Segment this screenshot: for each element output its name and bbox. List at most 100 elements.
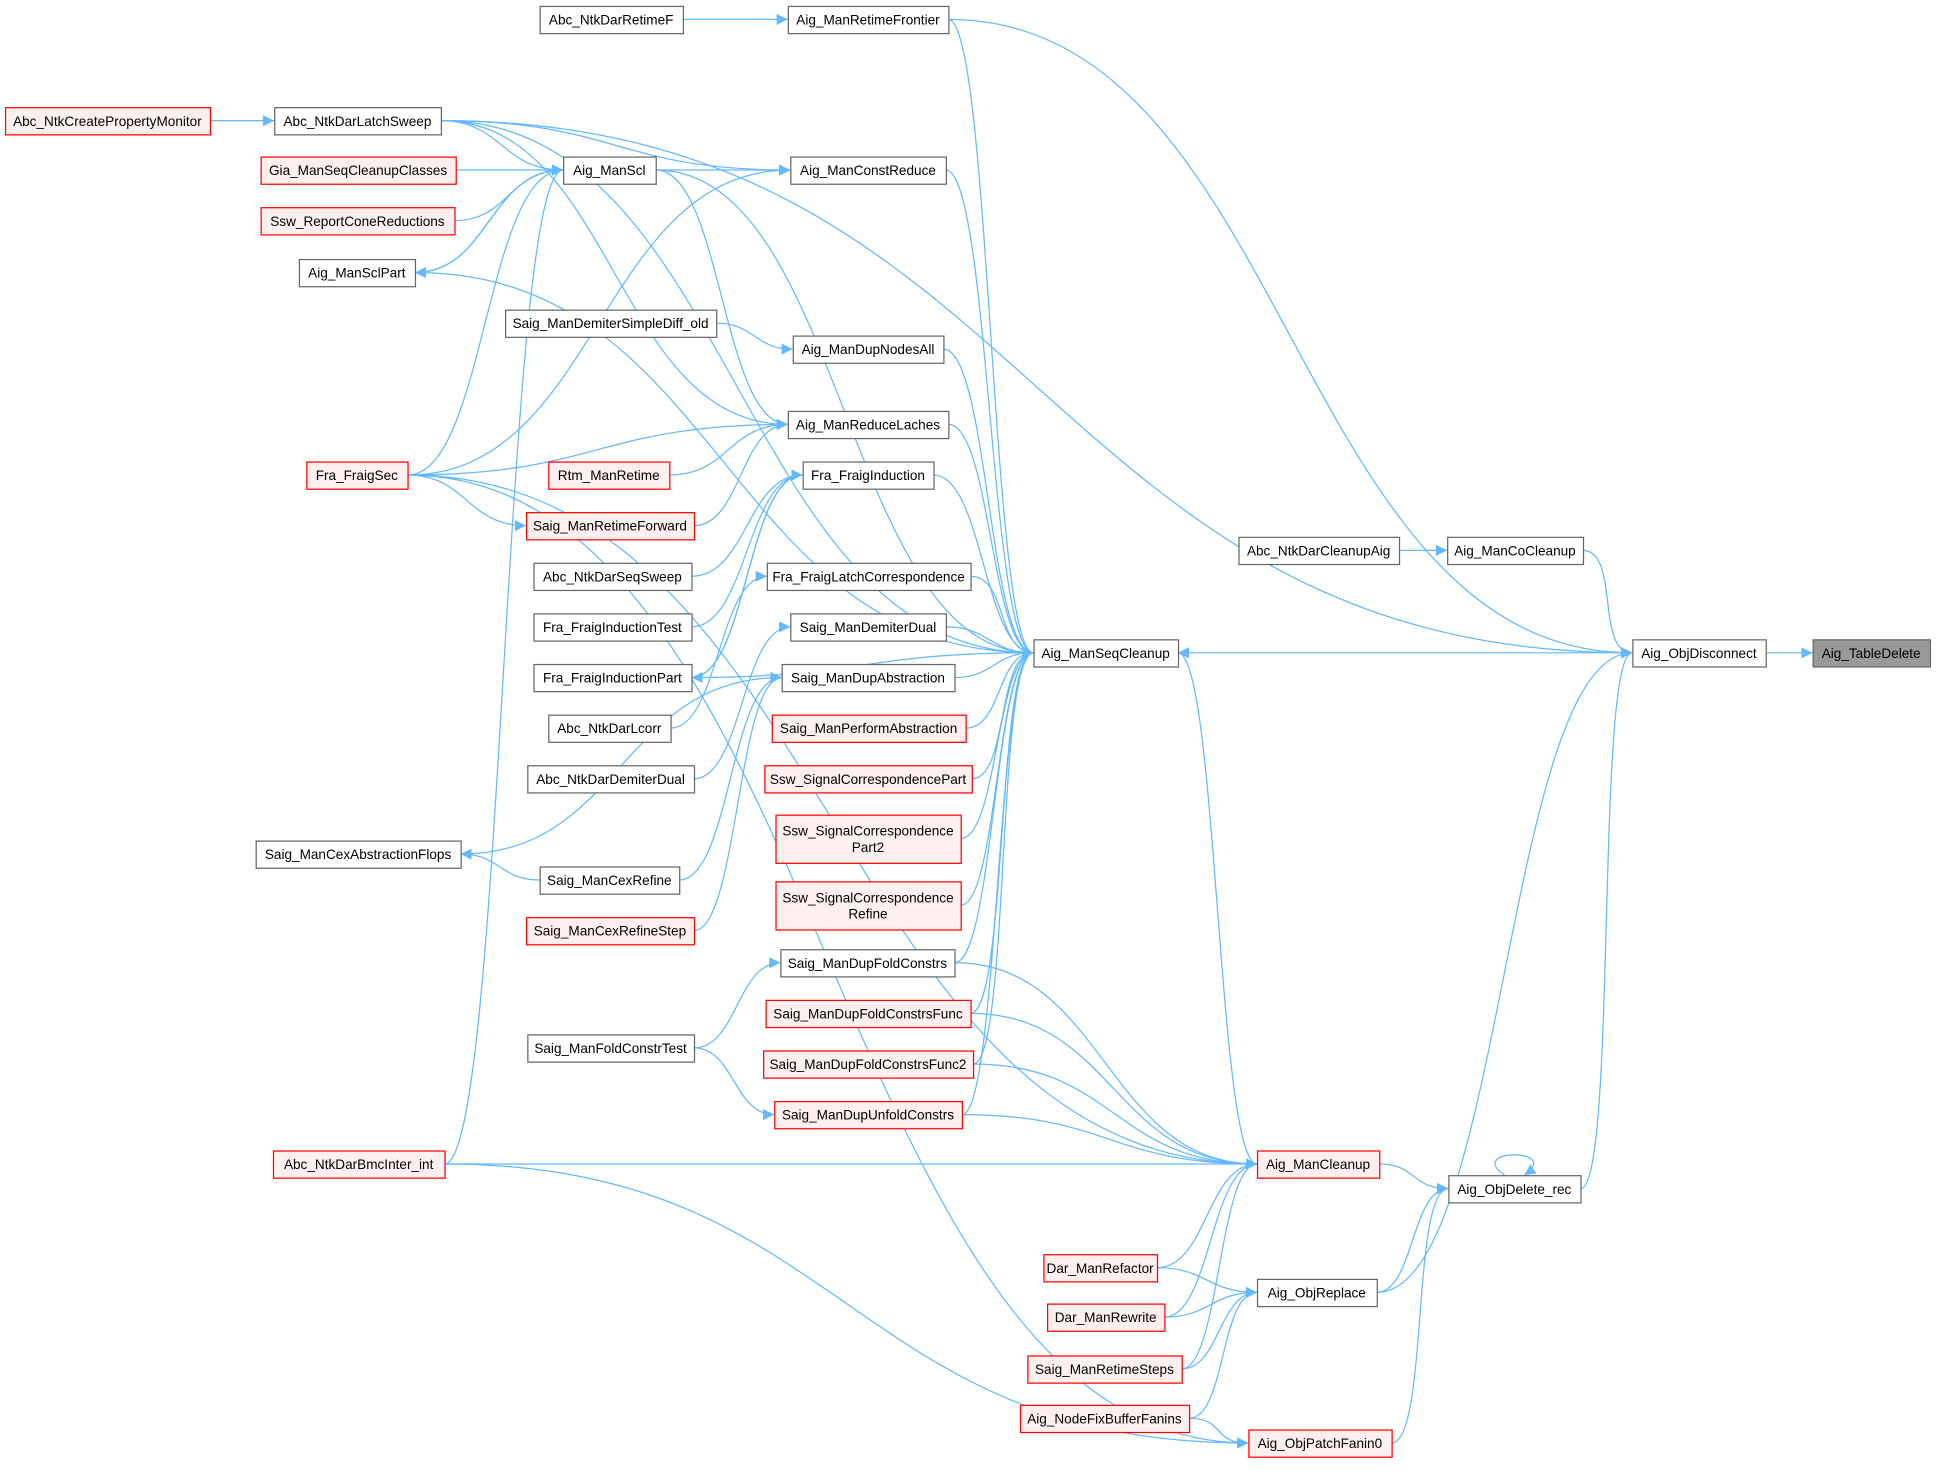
edge-ManCleanup-to-ManSeqCleanup <box>1177 647 1258 1165</box>
edge-DemiterSimpleOld-to-DupNodesAll <box>716 322 793 355</box>
node-box <box>1448 1175 1582 1204</box>
edge-FraigSec-to-ManScl <box>407 164 564 476</box>
graph-node-ConstReduce[interactable]: Aig_ManConstReduce <box>790 156 948 185</box>
graph-node-ManSclPart[interactable]: Aig_ManSclPart <box>298 258 417 288</box>
edge-FraigSec-to-RetimeForward <box>407 474 526 532</box>
graph-node-RetimeFrontier[interactable]: Aig_ManRetimeFrontier <box>787 5 950 35</box>
edge-DarRefactor-to-ObjReplace <box>1156 1267 1257 1298</box>
graph-node-RtmRetime[interactable]: Rtm_ManRetime <box>548 461 671 490</box>
graph-node-ReduceLaches[interactable]: Aig_ManReduceLaches <box>787 410 950 440</box>
node-box <box>802 461 935 490</box>
graph-node-DarRewrite[interactable]: Dar_ManRewrite <box>1047 1303 1166 1332</box>
graph-node-SigCorrPart[interactable]: Ssw_SignalCorrespondencePart <box>764 765 973 794</box>
edge-DarRefactor-to-ManCleanup <box>1156 1158 1257 1269</box>
graph-node-DupNodesAll[interactable]: Aig_ManDupNodesAll <box>792 335 945 364</box>
edge-DarLatchSweep-to-ConstReduce <box>440 120 791 176</box>
edge-DarRewrite-to-ObjReplace <box>1164 1286 1257 1318</box>
graph-node-PropMonitor[interactable]: Abc_NtkCreatePropertyMonitor <box>4 107 212 136</box>
graph-node-ManCleanup[interactable]: Aig_ManCleanup <box>1256 1150 1381 1179</box>
graph-node-ManSeqCleanup[interactable]: Aig_ManSeqCleanup <box>1033 639 1180 668</box>
graph-node-RetimeSteps[interactable]: Saig_ManRetimeSteps <box>1027 1355 1183 1384</box>
edge-RetimeSteps-to-ObjReplace <box>1181 1286 1257 1370</box>
graph-node-DupUnfold[interactable]: Saig_ManDupUnfoldConstrs <box>774 1101 964 1130</box>
edge-FraigInduction-to-FraigIndPart <box>691 474 803 684</box>
node-label: Aig_ManReduceLaches <box>796 418 940 433</box>
graph-node-SswReportCone[interactable]: Ssw_ReportConeReductions <box>260 207 456 236</box>
graph-node-DarRetimeF[interactable]: Abc_NtkDarRetimeF <box>539 5 685 35</box>
edge-DupFoldConstrs-to-ManSeqCleanup <box>954 647 1034 964</box>
graph-node-ObjDisconnect[interactable]: Aig_ObjDisconnect <box>1632 639 1767 668</box>
node-label: Aig_ManCoCleanup <box>1454 543 1576 558</box>
node-label: Aig_ManDupNodesAll <box>802 342 935 357</box>
node-box <box>563 156 657 185</box>
graph-node-GiaSeqCleanup[interactable]: Gia_ManSeqCleanupClasses <box>260 156 457 185</box>
graph-node-FraigIndTest[interactable]: Fra_FraigInductionTest <box>533 613 693 642</box>
edge-DemiterDual-to-ManSeqCleanup <box>945 626 1034 659</box>
graph-node-DupAbstraction[interactable]: Saig_ManDupAbstraction <box>781 663 956 693</box>
graph-node-ObjReplace[interactable]: Aig_ObjReplace <box>1256 1278 1378 1308</box>
graph-node-DupFoldFunc[interactable]: Saig_ManDupFoldConstrsFunc <box>765 999 972 1029</box>
graph-node-DarSeqSweep[interactable]: Abc_NtkDarSeqSweep <box>533 562 693 592</box>
node-box <box>1027 1355 1183 1384</box>
node-label: Saig_ManFoldConstrTest <box>534 1041 687 1056</box>
edge-ManScl-to-ManSclPart <box>414 169 564 279</box>
graph-node-PerformAbstraction[interactable]: Saig_ManPerformAbstraction <box>771 714 967 743</box>
node-label: Fra_FraigSec <box>316 468 398 483</box>
graph-node-BmcInter[interactable]: Abc_NtkDarBmcInter_int <box>272 1150 446 1179</box>
edge-RetimeForward-to-ReduceLaches <box>693 418 788 527</box>
node-label: Saig_ManCexRefine <box>547 873 672 888</box>
graph-node-DarLatchSweep[interactable]: Abc_NtkDarLatchSweep <box>274 107 443 136</box>
graph-node-DarRefactor[interactable]: Dar_ManRefactor <box>1043 1254 1159 1283</box>
node-label: Abc_NtkDarSeqSweep <box>543 569 682 584</box>
node-label: Ssw_ReportConeReductions <box>270 214 445 229</box>
edge-ConstReduce-to-ManSeqCleanup <box>945 169 1034 659</box>
graph-node-ManScl[interactable]: Aig_ManScl <box>563 156 657 185</box>
node-label: Saig_ManDemiterDual <box>800 620 937 635</box>
node-box <box>1256 1278 1378 1308</box>
node-box <box>775 814 962 864</box>
node-layer: Aig_TableDeleteAig_ObjDisconnectAig_ManC… <box>4 5 1932 1458</box>
graph-node-CexRefine[interactable]: Saig_ManCexRefine <box>539 866 681 895</box>
graph-node-DupFoldConstrs[interactable]: Saig_ManDupFoldConstrs <box>780 949 956 978</box>
node-box <box>548 461 671 490</box>
node-label: Saig_ManDupAbstraction <box>791 671 945 686</box>
node-box <box>1248 1429 1393 1458</box>
graph-node-DupFoldFunc2[interactable]: Saig_ManDupFoldConstrsFunc2 <box>763 1050 975 1079</box>
node-box <box>260 207 456 236</box>
node-label: Abc_NtkDarCleanupAig <box>1247 543 1390 558</box>
node-label: Saig_ManDupUnfoldConstrs <box>782 1108 954 1123</box>
edge-DarDemiterDual-to-DemiterDual <box>693 621 791 780</box>
node-box <box>260 156 457 185</box>
graph-node-DarLcorr[interactable]: Abc_NtkDarLcorr <box>548 714 672 743</box>
graph-node-FoldConstrTest[interactable]: Saig_ManFoldConstrTest <box>527 1034 696 1063</box>
graph-node-FixBuffer[interactable]: Aig_NodeFixBufferFanins <box>1019 1404 1191 1434</box>
node-label: Refine <box>848 906 887 921</box>
node-label: Aig_ManScl <box>573 163 645 178</box>
edge-ObjDeleteRec-to-ObjDisconnect <box>1580 647 1633 1190</box>
graph-node-ManCoCleanup[interactable]: Aig_ManCoCleanup <box>1447 536 1585 566</box>
node-label: Rtm_ManRetime <box>558 468 660 483</box>
graph-node-PatchFanin0[interactable]: Aig_ObjPatchFanin0 <box>1248 1429 1393 1458</box>
graph-node-FraigInduction[interactable]: Fra_FraigInduction <box>802 461 935 490</box>
node-label: Abc_NtkCreatePropertyMonitor <box>13 114 202 129</box>
node-label: Saig_ManRetimeSteps <box>1035 1362 1174 1377</box>
graph-node-FraigSec[interactable]: Fra_FraigSec <box>306 461 409 490</box>
node-label: Ssw_SignalCorrespondence <box>782 890 953 905</box>
node-box <box>787 410 950 440</box>
graph-node-CexRefineStep[interactable]: Saig_ManCexRefineStep <box>525 917 696 946</box>
graph-node-RetimeForward[interactable]: Saig_ManRetimeForward <box>525 512 696 541</box>
graph-node-ObjDeleteRec[interactable]: Aig_ObjDelete_rec <box>1448 1175 1582 1204</box>
node-label: Dar_ManRewrite <box>1055 1310 1157 1325</box>
graph-node-DemiterDual[interactable]: Saig_ManDemiterDual <box>790 613 948 642</box>
node-box <box>539 5 685 35</box>
node-label: Gia_ManSeqCleanupClasses <box>269 163 447 178</box>
graph-node-DarCleanupAig[interactable]: Abc_NtkDarCleanupAig <box>1238 536 1401 566</box>
graph-node-FraigLatchCorr[interactable]: Fra_FraigLatchCorrespondence <box>766 562 972 592</box>
graph-node-DemiterSimpleOld[interactable]: Saig_ManDemiterSimpleDiff_old <box>504 309 718 338</box>
graph-node-DarDemiterDual[interactable]: Abc_NtkDarDemiterDual <box>527 765 696 794</box>
graph-node-CexAbsFlops[interactable]: Saig_ManCexAbstractionFlops <box>255 840 462 869</box>
graph-node-TableDelete[interactable]: Aig_TableDelete <box>1812 639 1932 668</box>
graph-node-FraigIndPart[interactable]: Fra_FraigInductionPart <box>533 663 693 693</box>
